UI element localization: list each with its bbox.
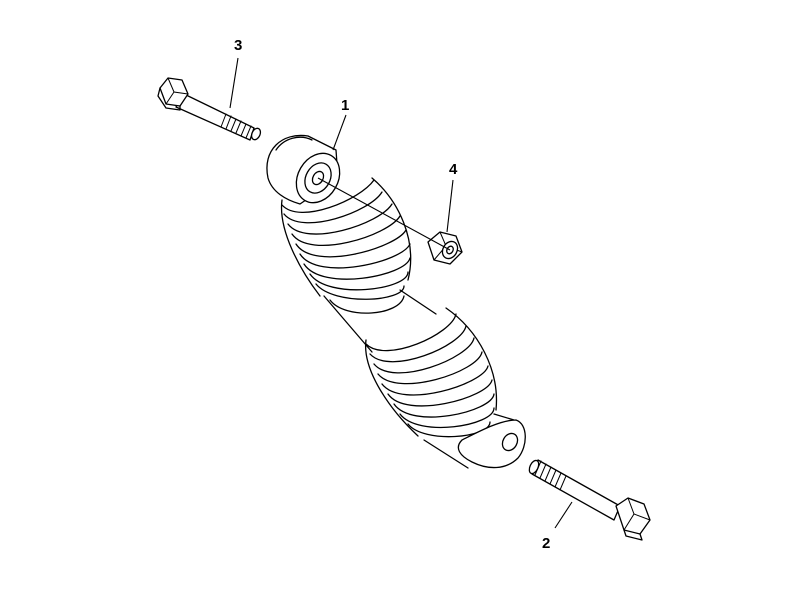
callout-2: 2 — [542, 535, 550, 552]
upper-bolt — [157, 77, 262, 141]
leader-lines — [229, 57, 573, 529]
nut — [427, 231, 463, 265]
leader-line-2 — [554, 501, 573, 529]
leader-line-4 — [446, 179, 454, 233]
callout-1: 1 — [341, 97, 349, 114]
leader-line-1 — [332, 114, 347, 151]
shock-absorber — [266, 134, 526, 469]
lower-bolt — [528, 459, 651, 541]
leader-line-3 — [229, 57, 239, 109]
leader-line-1-axis — [317, 177, 451, 251]
callout-4: 4 — [449, 161, 458, 178]
callout-3: 3 — [234, 37, 242, 54]
